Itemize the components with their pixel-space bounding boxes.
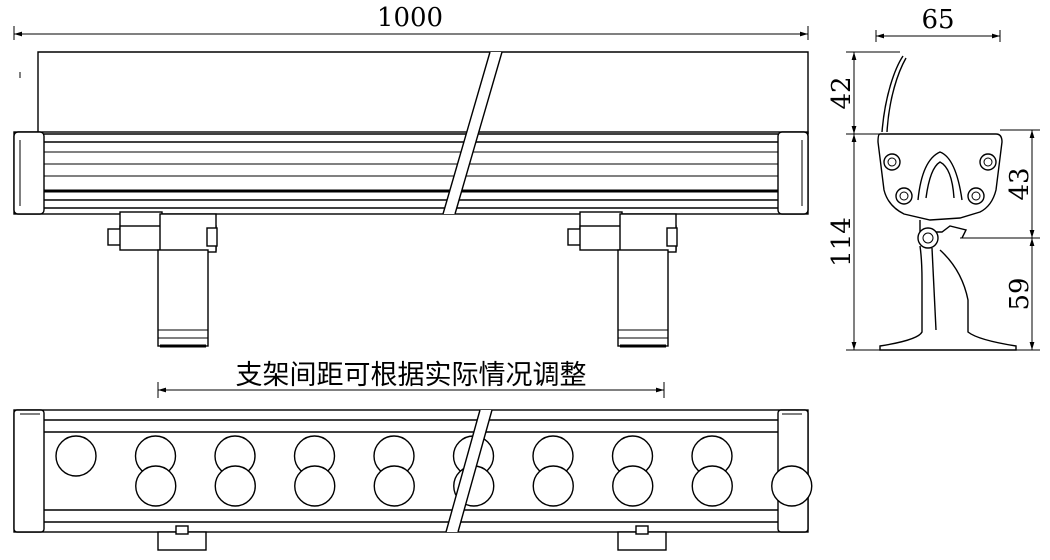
dimension-mount-height: 59 — [1005, 238, 1040, 351]
dimension-overall-length-label: 1000 — [377, 3, 443, 33]
dimension-overall-length: 1000 — [13, 3, 809, 40]
dimension-body-height-label: 43 — [1005, 167, 1035, 200]
led-lens — [691, 465, 733, 507]
dimension-body-height: 43 — [960, 129, 1040, 239]
led-lens — [771, 465, 813, 507]
dimension-total-height: 114 — [827, 133, 880, 351]
bracket-spacing-note: 支架间距可根据实际情况调整 — [236, 360, 587, 391]
led-lens — [294, 465, 336, 507]
dimension-total-height-label: 114 — [827, 217, 857, 267]
front-elevation-view: 1000 — [13, 3, 809, 348]
led-lens — [135, 465, 177, 507]
bracket-spacing-dimension: 支架间距可根据实际情况调整 — [157, 360, 665, 398]
dimension-profile-width: 65 — [875, 5, 1001, 42]
led-lens — [55, 435, 97, 477]
side-profile-view: 65 42 114 — [827, 5, 1040, 351]
led-lens — [612, 465, 654, 507]
led-face-view — [13, 409, 813, 551]
dimension-profile-width-label: 65 — [921, 5, 954, 35]
dimension-bracket-height-label: 42 — [827, 76, 857, 109]
led-lens — [214, 465, 256, 507]
left-mount-bracket — [107, 211, 218, 348]
right-mount-bracket — [567, 211, 678, 348]
dimension-bracket-height: 42 — [827, 51, 900, 134]
led-lens — [373, 465, 415, 507]
led-lens — [532, 465, 574, 507]
dimension-mount-height-label: 59 — [1005, 277, 1035, 310]
